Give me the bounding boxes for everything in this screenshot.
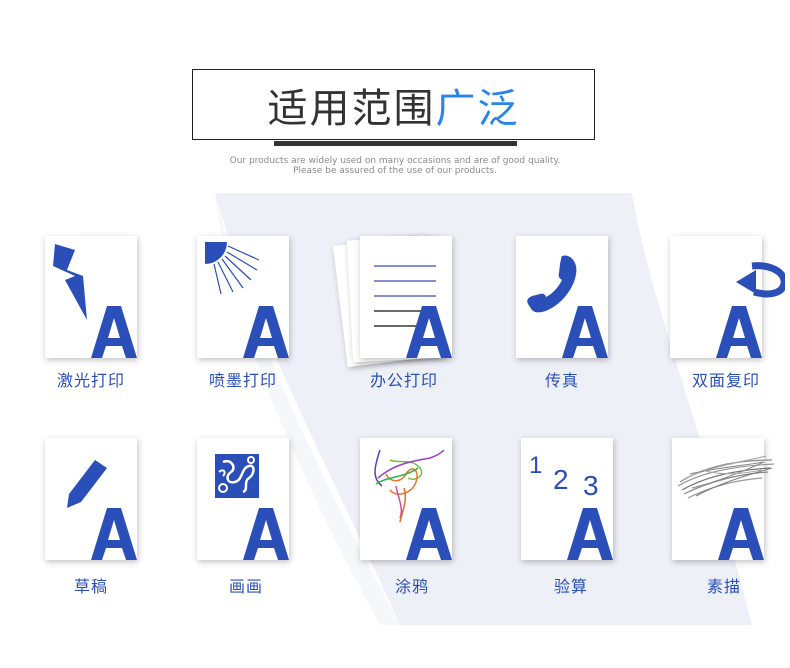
scribble-icon [374,449,445,523]
letter-a-icon [716,306,762,358]
label-duplex-copy: 双面复印 [691,371,760,390]
lightning-icon [53,244,87,320]
number-two: 2 [553,464,569,495]
card-duplex-copy [670,236,785,358]
letter-a-icon [243,508,289,560]
card-drawing [197,438,289,560]
pencil-icon [67,460,107,508]
subtitle-line-2: Please be assured of the use of our prod… [293,166,497,176]
letter-a-icon [91,306,137,358]
card-sketch [672,438,775,560]
letter-a-icon [406,508,452,560]
title-underline [274,141,517,146]
label-draft: 草稿 [73,577,108,596]
letter-a-icon [243,306,289,358]
number-three: 3 [583,470,599,501]
label-calculation: 验算 [553,577,588,596]
number-one: 1 [529,452,543,479]
label-doodle: 涂鸦 [394,577,429,596]
title-main: 适用范围 [267,85,436,132]
title-accent: 广泛 [435,85,520,132]
title-box: 适用范围广泛 [192,69,595,140]
phone-icon [527,255,577,313]
card-calculation: 1 2 3 [521,438,613,560]
letter-a-icon [567,508,613,560]
card-fax [516,236,608,358]
label-inkjet-print: 喷墨打印 [208,371,277,390]
spray-icon [205,242,260,295]
ornament-icon [215,454,259,498]
card-office-print [332,234,452,368]
letter-a-icon [718,508,764,560]
letter-a-icon [406,306,452,358]
card-draft [45,438,137,560]
label-fax: 传真 [544,371,579,390]
card-laser-print [45,236,137,358]
label-office-print: 办公打印 [369,371,438,390]
subtitle-line-1: Our products are widely used on many occ… [229,156,561,166]
label-laser-print: 激光打印 [56,371,125,390]
label-drawing: 画画 [228,577,263,596]
letter-a-icon [91,508,137,560]
document-lines-icon [374,265,436,327]
sketch-icon [677,455,775,499]
return-arrow-icon [736,262,785,298]
card-doodle [360,438,452,560]
letter-a-icon [562,306,608,358]
card-inkjet-print [197,236,289,358]
label-sketch: 素描 [706,577,741,596]
